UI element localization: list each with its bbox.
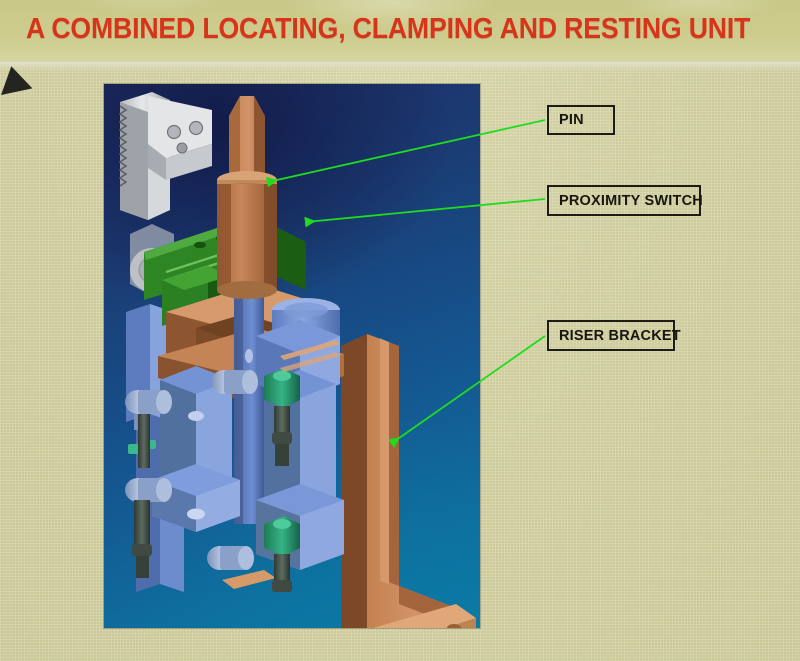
cad-figure-image xyxy=(104,84,480,628)
rest-detail-bars xyxy=(280,340,340,372)
title-band-underline xyxy=(0,62,800,72)
callout-label-proximity-switch: PROXIMITY SWITCH xyxy=(547,185,703,216)
riser-bracket-part xyxy=(341,334,456,628)
callout-label-pin: PIN xyxy=(547,105,615,135)
locating-pin-part xyxy=(217,96,277,299)
hose-parts xyxy=(132,414,152,578)
page-title: A COMBINED LOCATING, CLAMPING AND RESTIN… xyxy=(26,13,751,45)
callout-label-riser-bracket: RISER BRACKET xyxy=(547,320,681,351)
valve-block-parts xyxy=(128,368,300,592)
title-band xyxy=(0,0,800,64)
base-plate-part xyxy=(373,604,476,628)
left-base-pad xyxy=(222,570,276,589)
hydraulic-fittings xyxy=(125,370,258,570)
cad-assembly-drawing xyxy=(118,92,476,628)
